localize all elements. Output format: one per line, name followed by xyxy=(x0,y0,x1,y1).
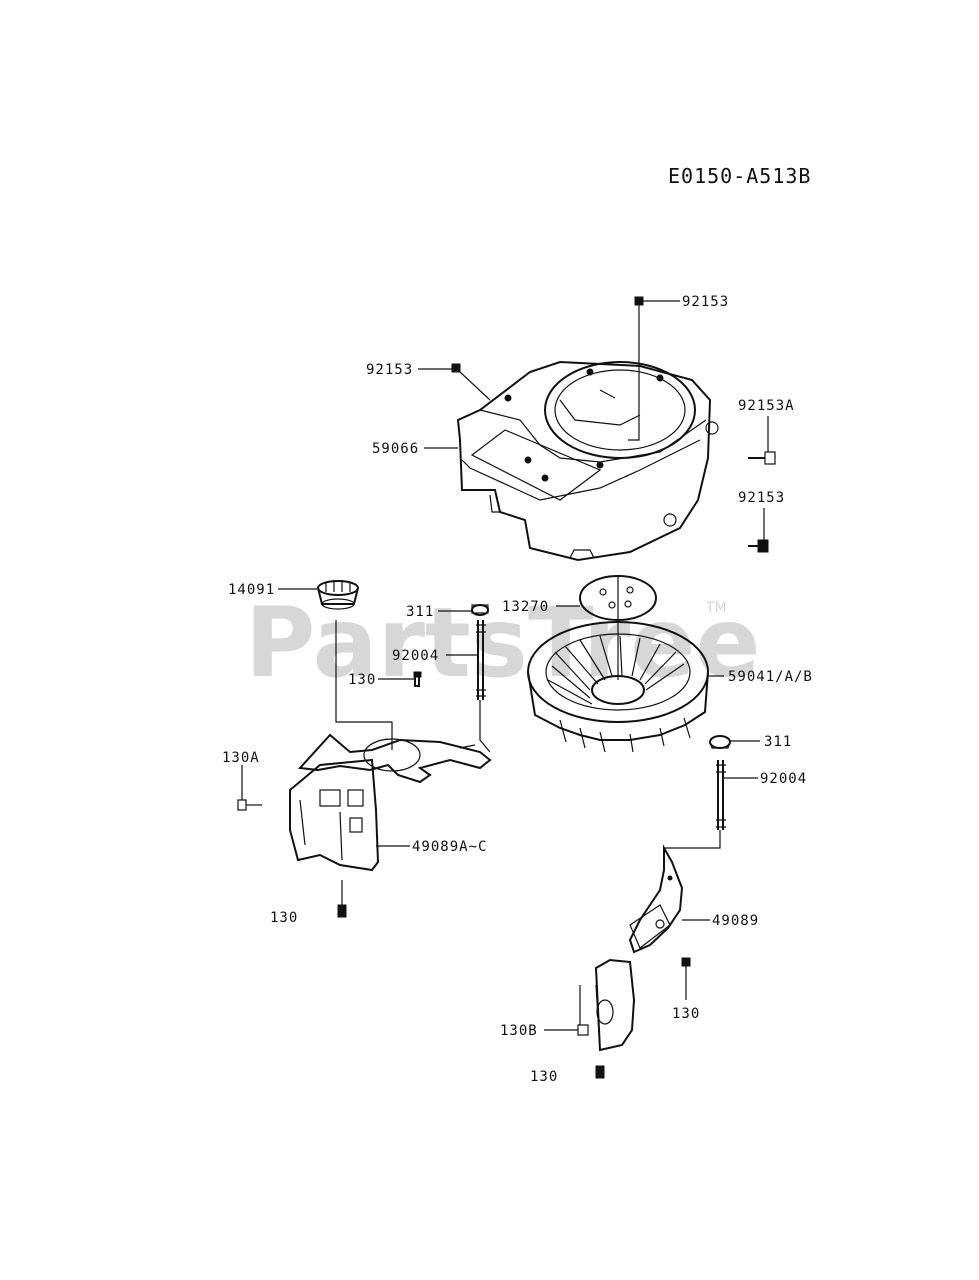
callout-59041: 59041/A/B xyxy=(728,669,813,685)
callout-92004-right: 92004 xyxy=(760,771,807,787)
callout-130-bottom-left: 130 xyxy=(270,910,298,926)
callout-92153-right: 92153 xyxy=(738,490,785,506)
callout-59066: 59066 xyxy=(372,441,419,457)
callout-130-right: 130 xyxy=(672,1006,700,1022)
callout-311-left: 311 xyxy=(406,604,434,620)
right-baffle-drawing xyxy=(577,844,691,1079)
watermark-logo: PartsTree xyxy=(245,587,760,699)
sleeve-drawing xyxy=(317,580,359,610)
left-stud-drawing xyxy=(413,604,489,700)
callout-92153A: 92153A xyxy=(738,398,795,414)
callout-14091: 14091 xyxy=(228,582,275,598)
blower-housing-drawing xyxy=(456,360,719,562)
callout-13270: 13270 xyxy=(502,599,549,615)
callout-130-bottom: 130 xyxy=(530,1069,558,1085)
callout-130A: 130A xyxy=(222,750,260,766)
callout-92153-top: 92153 xyxy=(682,294,729,310)
callout-92153-left: 92153 xyxy=(366,362,413,378)
callout-311-right: 311 xyxy=(764,734,792,750)
callout-49089A-C: 49089A~C xyxy=(412,839,487,855)
callout-130B: 130B xyxy=(500,1023,538,1039)
leader-lines xyxy=(241,300,769,1031)
right-stud-drawing xyxy=(709,735,731,830)
left-baffle-drawing xyxy=(237,733,492,918)
callout-130-mid: 130 xyxy=(348,672,376,688)
diagram-code: E0150-A513B xyxy=(668,164,811,188)
callout-92004-left: 92004 xyxy=(392,648,439,664)
watermark-trademark: TM xyxy=(705,600,727,616)
callout-49089: 49089 xyxy=(712,913,759,929)
